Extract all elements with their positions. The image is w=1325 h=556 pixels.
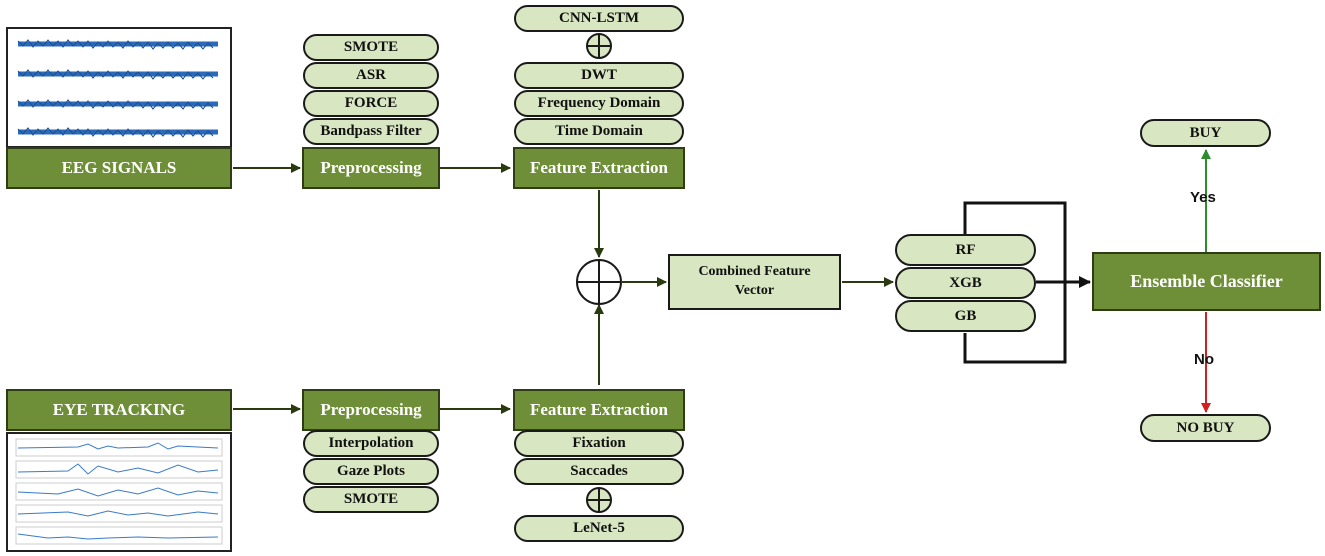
eye-tracking-thumbnail: [6, 432, 232, 552]
eeg-cnn-lstm: CNN-LSTM: [514, 5, 684, 32]
combined-feature-line2: Vector: [734, 283, 775, 298]
eeg-feature-item: DWT: [514, 62, 684, 89]
buy-outcome: BUY: [1140, 119, 1271, 147]
eeg-feature-item: Time Domain: [514, 118, 684, 145]
eeg-signal-thumbnail: [6, 27, 232, 148]
eye-feature-item: Fixation: [514, 430, 684, 457]
eeg-preprocessing-step: FORCE: [303, 90, 439, 117]
model-gb: GB: [895, 300, 1036, 332]
eye-feature-extraction-block: Feature Extraction: [513, 389, 685, 431]
yes-label: Yes: [1190, 189, 1216, 206]
model-xgb: XGB: [895, 267, 1036, 299]
ensemble-classifier-block: Ensemble Classifier: [1092, 252, 1321, 311]
eye-preprocessing-block: Preprocessing: [302, 389, 440, 431]
eye-lenet-5: LeNet-5: [514, 515, 684, 542]
eye-tracking-block: EYE TRACKING: [6, 389, 232, 431]
eye-preprocessing-step: Gaze Plots: [303, 458, 439, 485]
eeg-waveform-icon: [17, 39, 218, 138]
eeg-feature-extraction-block: Feature Extraction: [513, 147, 685, 189]
eeg-preprocessing-step: SMOTE: [303, 34, 439, 61]
eeg-feature-item: Frequency Domain: [514, 90, 684, 117]
eye-preprocessing-step: Interpolation: [303, 430, 439, 457]
model-rf: RF: [895, 234, 1036, 266]
no-buy-outcome: NO BUY: [1140, 414, 1271, 442]
eeg-preprocessing-block: Preprocessing: [302, 147, 440, 189]
eeg-signals-block: EEG SIGNALS: [6, 147, 232, 189]
combined-feature-line1: Combined Feature: [698, 264, 811, 280]
combined-feature-vector-block: Combined Feature Vector: [668, 254, 841, 310]
gaze-plot-icon: [15, 438, 223, 545]
no-label: No: [1194, 351, 1214, 368]
eeg-preprocessing-step: Bandpass Filter: [303, 118, 439, 145]
eeg-preprocessing-step: ASR: [303, 62, 439, 89]
eye-preprocessing-step: SMOTE: [303, 486, 439, 513]
eye-feature-item: Saccades: [514, 458, 684, 485]
